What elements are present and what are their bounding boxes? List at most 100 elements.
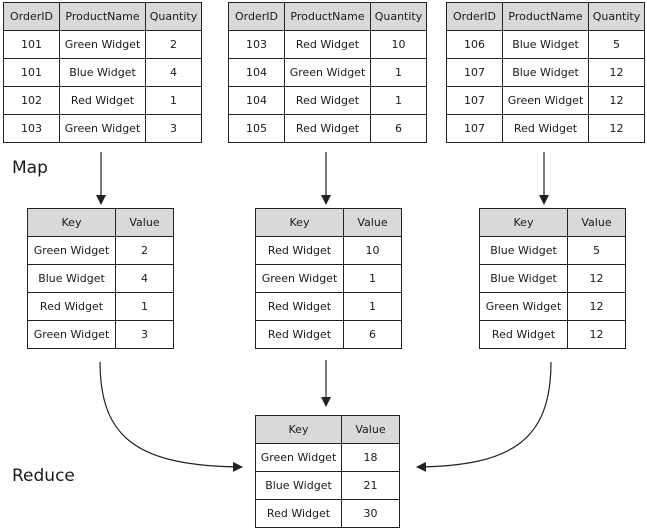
table-cell: Red Widget: [27, 292, 116, 321]
table-cell: Blue Widget: [502, 30, 589, 59]
table-cell: Green Widget: [255, 443, 342, 472]
table-cell: 1: [115, 292, 174, 321]
table-cell: 106: [446, 30, 503, 59]
table-row: 106 Blue Widget 5: [446, 30, 645, 59]
column-header: ProductName: [59, 2, 146, 31]
table-cell: Red Widget: [255, 320, 344, 349]
table-row: Green Widget 12: [479, 292, 626, 321]
table-row: 103 Red Widget 10: [228, 30, 427, 59]
table-cell: 2: [145, 30, 202, 59]
table-cell: 101: [3, 58, 60, 87]
column-header: OrderID: [446, 2, 503, 31]
table-row: Blue Widget 4: [27, 264, 174, 293]
table-cell: 4: [145, 58, 202, 87]
table-cell: 1: [343, 292, 402, 321]
column-header: ProductName: [502, 2, 589, 31]
table-row: Red Widget 1: [255, 292, 402, 321]
table-row: 107 Green Widget 12: [446, 86, 645, 115]
table-cell: 18: [341, 443, 400, 472]
table-cell: 12: [588, 58, 645, 87]
table-cell: 104: [228, 86, 285, 115]
table-row: 107 Blue Widget 12: [446, 58, 645, 87]
input-table-2: OrderID ProductName Quantity 103 Red Wid…: [228, 2, 427, 143]
table-row: Green Widget 2: [27, 236, 174, 265]
table-row: Blue Widget 12: [479, 264, 626, 293]
input-table-3: OrderID ProductName Quantity 106 Blue Wi…: [446, 2, 645, 143]
table-cell: Green Widget: [255, 264, 344, 293]
table-row: Green Widget 3: [27, 320, 174, 349]
table-cell: 5: [567, 236, 626, 265]
column-header: Quantity: [588, 2, 645, 31]
table-cell: 12: [588, 114, 645, 143]
table-cell: Green Widget: [502, 86, 589, 115]
table-cell: Red Widget: [479, 320, 568, 349]
table-row: 101 Green Widget 2: [3, 30, 202, 59]
table-cell: Red Widget: [502, 114, 589, 143]
table-cell: 6: [370, 114, 427, 143]
reduce-stage-label: Reduce: [12, 466, 75, 486]
table-cell: 107: [446, 86, 503, 115]
table-cell: 4: [115, 264, 174, 293]
table-row: Red Widget 6: [255, 320, 402, 349]
column-header: Value: [343, 208, 402, 237]
map-table-3: Key Value Blue Widget 5 Blue Widget 12 G…: [479, 208, 626, 349]
column-header: Key: [27, 208, 116, 237]
table-cell: 3: [115, 320, 174, 349]
table-cell: Blue Widget: [479, 236, 568, 265]
table-row: 103 Green Widget 3: [3, 114, 202, 143]
table-row: 102 Red Widget 1: [3, 86, 202, 115]
table-header-row: Key Value: [27, 208, 174, 237]
table-cell: Green Widget: [284, 58, 371, 87]
column-header: Quantity: [370, 2, 427, 31]
table-cell: Red Widget: [255, 499, 342, 528]
column-header: Key: [255, 208, 344, 237]
table-row: Red Widget 12: [479, 320, 626, 349]
table-cell: 1: [343, 264, 402, 293]
column-header: Value: [115, 208, 174, 237]
table-cell: 21: [341, 471, 400, 500]
table-cell: 12: [567, 320, 626, 349]
table-row: Green Widget 18: [255, 443, 400, 472]
table-header-row: Key Value: [255, 208, 402, 237]
table-cell: Red Widget: [284, 30, 371, 59]
table-cell: 10: [370, 30, 427, 59]
column-header: OrderID: [3, 2, 60, 31]
table-row: Green Widget 1: [255, 264, 402, 293]
table-row: Blue Widget 5: [479, 236, 626, 265]
table-header-row: OrderID ProductName Quantity: [446, 2, 645, 31]
table-row: Red Widget 1: [27, 292, 174, 321]
table-row: 105 Red Widget 6: [228, 114, 427, 143]
table-cell: 10: [343, 236, 402, 265]
column-header: Value: [341, 415, 400, 444]
column-header: Value: [567, 208, 626, 237]
table-header-row: OrderID ProductName Quantity: [3, 2, 202, 31]
table-cell: Blue Widget: [502, 58, 589, 87]
table-row: Red Widget 30: [255, 499, 400, 528]
table-cell: 12: [567, 292, 626, 321]
table-cell: Red Widget: [284, 114, 371, 143]
table-cell: Red Widget: [284, 86, 371, 115]
table-cell: 1: [370, 58, 427, 87]
table-cell: 1: [145, 86, 202, 115]
column-header: Quantity: [145, 2, 202, 31]
table-cell: 102: [3, 86, 60, 115]
table-cell: 103: [3, 114, 60, 143]
table-row: 101 Blue Widget 4: [3, 58, 202, 87]
table-cell: Blue Widget: [479, 264, 568, 293]
table-cell: 12: [567, 264, 626, 293]
table-cell: Blue Widget: [27, 264, 116, 293]
table-header-row: Key Value: [479, 208, 626, 237]
table-cell: Blue Widget: [255, 471, 342, 500]
map-table-2: Key Value Red Widget 10 Green Widget 1 R…: [255, 208, 402, 349]
table-cell: Green Widget: [27, 320, 116, 349]
table-cell: 107: [446, 58, 503, 87]
arrow-map1-to-reduce: [99, 361, 243, 472]
table-cell: 105: [228, 114, 285, 143]
table-cell: Blue Widget: [59, 58, 146, 87]
table-cell: 30: [341, 499, 400, 528]
table-cell: 12: [588, 86, 645, 115]
table-row: 104 Red Widget 1: [228, 86, 427, 115]
table-cell: 103: [228, 30, 285, 59]
column-header: Key: [255, 415, 342, 444]
